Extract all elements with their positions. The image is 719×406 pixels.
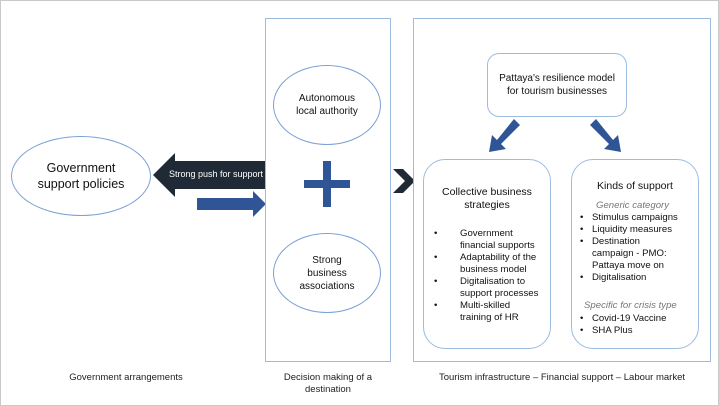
chevron-arrow [393,169,415,193]
generic-category-label: Generic category [596,200,670,211]
associations-line2: business [307,267,347,279]
generic-item-line1: Destination [592,236,640,247]
bullet-icon: • [434,300,438,311]
generic-item-line3: Pattaya move on [592,260,664,271]
bullet-icon: • [434,252,438,263]
push-arrow-shape [153,153,265,197]
push-arrow-label: Strong push for support [169,169,264,179]
specific-list: • Covid-19 Vaccine • SHA Plus [580,313,700,337]
autonomous-line2: local authority [296,106,358,117]
list-item: • Digitalisation to support processes [434,276,552,300]
collective-strategies-box: Collective business strategies • Governm… [423,159,551,349]
associations-line1: Strong [312,254,342,266]
government-policies-line1: Government [46,161,116,175]
bullet-icon: • [580,212,584,223]
plus-icon [304,161,350,207]
bullet-icon: • [434,228,438,239]
caption-tourism: Tourism infrastructure – Financial suppo… [438,372,686,383]
collective-title-line2: strategies [464,199,510,211]
collective-title-line1: Collective business [442,186,532,198]
return-arrow-shape [197,191,266,217]
generic-item-line1: Stimulus campaigns [592,212,678,223]
kinds-title: Kinds of support [597,180,673,192]
generic-item-line1: Digitalisation [592,272,647,283]
generic-item-line2: campaign - PMO: [592,248,667,259]
specific-item-line1: Covid-19 Vaccine [592,313,667,324]
collective-item-line2: financial supports [460,240,535,251]
collective-item-line2: business model [460,264,527,275]
specific-item-line1: SHA Plus [592,325,633,336]
associations-line3: associations [299,280,355,292]
arrow-to-collective-shape [489,119,520,152]
government-policies-text: Government support policies [38,160,125,192]
business-associations-ellipse: Strong business associations [273,233,381,313]
specific-category-label: Specific for crisis type [584,300,677,311]
caption-government: Government arrangements [69,372,183,383]
collective-item-line2: training of HR [460,312,519,323]
collective-list: • Government financial supports • Adapta… [434,228,552,324]
government-policies-line2: support policies [37,177,125,191]
bullet-icon: • [580,224,584,235]
bullet-icon: • [434,276,438,287]
push-arrow [153,153,265,197]
kinds-of-support-box: Kinds of support Generic category • Stim… [571,159,699,349]
autonomous-authority-ellipse: Autonomous local authority [273,65,381,145]
chevron-arrow-shape [393,169,415,193]
collective-item-line1: Adaptability of the [460,252,537,263]
generic-list: • Stimulus campaigns • Liquidity measure… [580,212,700,284]
caption-decision-line2: destination [305,384,351,395]
return-arrow [197,191,266,217]
bullet-icon: • [580,272,584,283]
collective-title: Collective business strategies [428,186,546,212]
autonomous-line1: Autonomous [298,93,356,104]
list-item: • Government financial supports [434,228,552,252]
list-item: • SHA Plus [580,325,700,337]
resilience-line1: Pattaya's resilience model [499,73,615,84]
list-item: • Liquidity measures [580,224,700,236]
collective-item-line1: Digitalisation to [460,276,526,287]
list-item: • Covid-19 Vaccine [580,313,700,325]
list-item: • Digitalisation [580,272,700,284]
collective-item-line1: Government [460,228,513,239]
bullet-icon: • [580,236,584,247]
list-item: • Stimulus campaigns [580,212,700,224]
arrow-to-collective [489,119,520,152]
resilience-model-box: Pattaya's resilience model for tourism b… [487,53,627,117]
list-item: • Destination campaign - PMO: Pattaya mo… [580,236,700,272]
arrow-to-kinds-shape [590,119,621,152]
list-item: • Adaptability of the business model [434,252,552,276]
list-item: • Multi-skilled training of HR [434,300,552,324]
bullet-icon: • [580,313,584,324]
caption-decision: Decision making of a destination [263,372,393,396]
collective-item-line2: support processes [460,288,539,299]
caption-decision-line1: Decision making of a [283,372,373,383]
resilience-line2: for tourism businesses [506,86,608,97]
arrow-to-kinds [590,119,621,152]
bullet-icon: • [580,325,584,336]
collective-item-line1: Multi-skilled [460,300,511,311]
government-policies-ellipse: Government support policies [11,136,151,216]
generic-item-line1: Liquidity measures [592,224,672,235]
